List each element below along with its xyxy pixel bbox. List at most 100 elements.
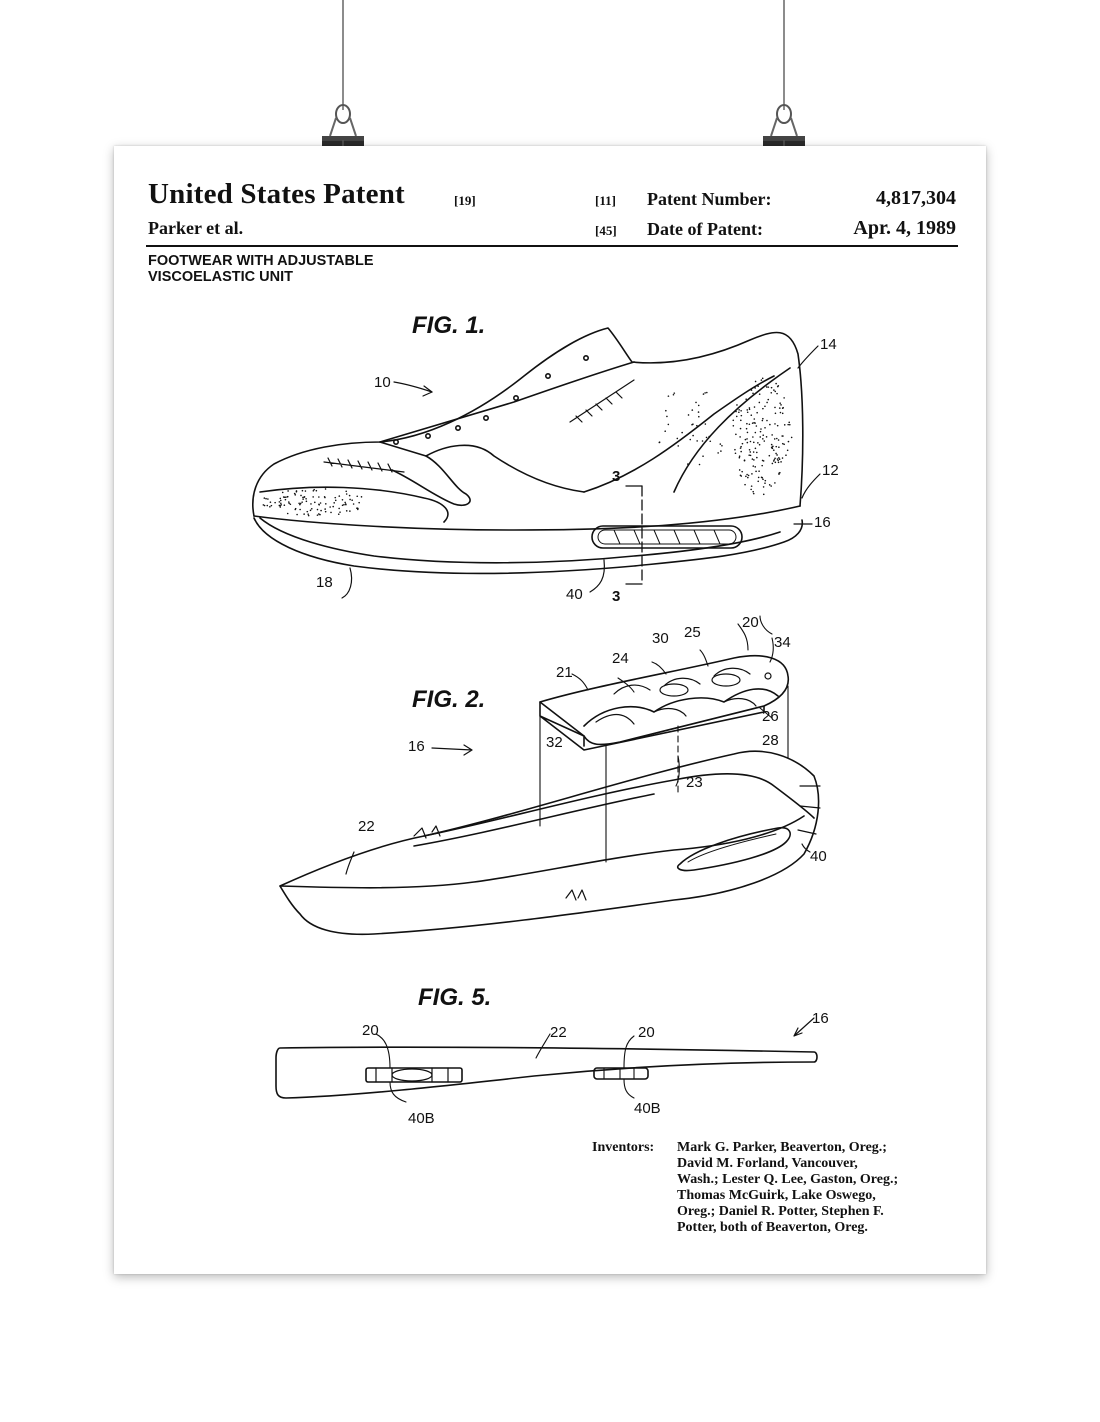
stipple-dot <box>780 404 782 406</box>
stipple-dot <box>706 391 708 394</box>
stipple-dot <box>760 428 762 430</box>
stipple-dot <box>767 398 770 401</box>
stipple-dot <box>299 508 301 511</box>
stipple-dot <box>704 392 706 394</box>
stipple-dot <box>754 380 757 383</box>
stipple-dot <box>279 504 281 507</box>
patent-drawings <box>252 327 821 1103</box>
stipple-dot <box>278 501 281 503</box>
fig1-upper <box>252 327 804 517</box>
stipple-dot <box>697 411 700 413</box>
stipple-dot <box>745 427 748 430</box>
stipple-dot <box>263 497 266 499</box>
stipple-dot <box>735 415 738 418</box>
stipple-dot <box>702 393 705 395</box>
stipple-dot <box>743 459 746 461</box>
stipple-dot <box>284 496 287 499</box>
stipple-dot <box>762 486 765 488</box>
stipple-dot <box>747 474 750 477</box>
stipple-dot <box>754 431 757 434</box>
stipple-dot <box>764 405 766 408</box>
stipple-dot <box>752 436 754 438</box>
stipple-dot <box>779 402 781 404</box>
stipple-dot <box>762 417 764 420</box>
stipple-dot <box>762 434 765 437</box>
inventors-line-3: Wash.; Lester Q. Lee, Gaston, Oreg.; <box>677 1172 899 1187</box>
fig5-caption: FIG. 5. <box>418 984 492 1011</box>
stipple-dot <box>757 480 760 483</box>
stipple-dot <box>309 509 312 512</box>
stipple-dot <box>770 386 773 389</box>
stipple-dot <box>284 498 287 501</box>
fig5-section-drawing <box>275 1017 818 1103</box>
stipple-dot <box>766 419 768 422</box>
stipple-dot <box>755 425 758 427</box>
stipple-dot <box>785 454 787 456</box>
stipple-dot <box>765 386 768 388</box>
stipple-dot <box>305 497 307 500</box>
fig1-ref-3-bottom: 3 <box>612 588 621 605</box>
stipple-dot <box>324 488 327 490</box>
stipple-dot <box>788 423 791 426</box>
stipple-dot <box>294 508 297 511</box>
stipple-dot <box>338 507 340 510</box>
stipple-dot <box>262 504 265 506</box>
fig5-ref-20-right: 20 <box>638 1024 655 1041</box>
stipple-dot <box>750 488 752 491</box>
stipple-dot <box>287 490 289 492</box>
fig2-ref-21: 21 <box>556 664 573 681</box>
stipple-dot <box>310 503 312 505</box>
stipple-dot <box>752 441 755 444</box>
stipple-dot <box>755 451 758 454</box>
patent-number-value: 4,817,304 <box>876 187 956 209</box>
office-code: [19] <box>454 193 476 208</box>
stipple-dot <box>348 494 351 497</box>
stipple-dot <box>338 495 341 497</box>
stipple-dot <box>270 504 273 507</box>
stipple-dot <box>293 492 296 495</box>
fig5-midsole-outline <box>275 1046 818 1099</box>
invention-title-line-1: FOOTWEAR WITH ADJUSTABLE <box>148 253 374 269</box>
stipple-dot <box>761 377 764 380</box>
stipple-dot <box>776 454 778 456</box>
stipple-dot <box>739 436 741 438</box>
stipple-dot <box>783 443 785 446</box>
stipple-dot <box>758 393 761 395</box>
stipple-dot <box>313 501 316 504</box>
stipple-dot <box>772 460 775 462</box>
stipple-dot <box>778 446 780 449</box>
inventors-label: Inventors: <box>592 1140 655 1155</box>
fig1-ref-12: 12 <box>822 462 839 479</box>
stipple-dot <box>778 407 781 409</box>
fig1-ref-40: 40 <box>566 586 583 603</box>
stipple-dot <box>286 512 289 515</box>
fig1-ref-16: 16 <box>814 514 831 531</box>
stipple-dot <box>768 484 771 486</box>
stipple-dot <box>294 494 297 496</box>
stipple-dot <box>341 498 344 501</box>
stipple-dot <box>735 433 737 436</box>
stipple-dot <box>303 513 305 515</box>
stipple-dot <box>719 443 722 445</box>
stipple-dot <box>765 436 768 438</box>
fig2-ref-22: 22 <box>358 818 375 835</box>
stipple-dot <box>356 495 359 498</box>
stipple-dot <box>753 459 755 461</box>
stipple-dot <box>773 389 775 391</box>
inventors-line-1: Mark G. Parker, Beaverton, Oreg.; <box>677 1140 887 1155</box>
stipple-dot <box>751 473 753 475</box>
stipple-dot <box>696 424 698 427</box>
stipple-dot <box>769 423 771 426</box>
stipple-dot <box>748 454 751 456</box>
stipple-dot <box>664 430 666 433</box>
stipple-dot <box>751 422 754 424</box>
stipple-dot <box>779 411 782 414</box>
stipple-dot <box>763 440 766 442</box>
fig5-unit-a <box>365 1067 463 1083</box>
stipple-dot <box>740 414 743 417</box>
stipple-dot <box>748 448 751 451</box>
stipple-dot <box>762 407 764 410</box>
stipple-dot <box>770 443 773 446</box>
stipple-dot <box>753 406 756 408</box>
stipple-dot <box>758 470 760 472</box>
